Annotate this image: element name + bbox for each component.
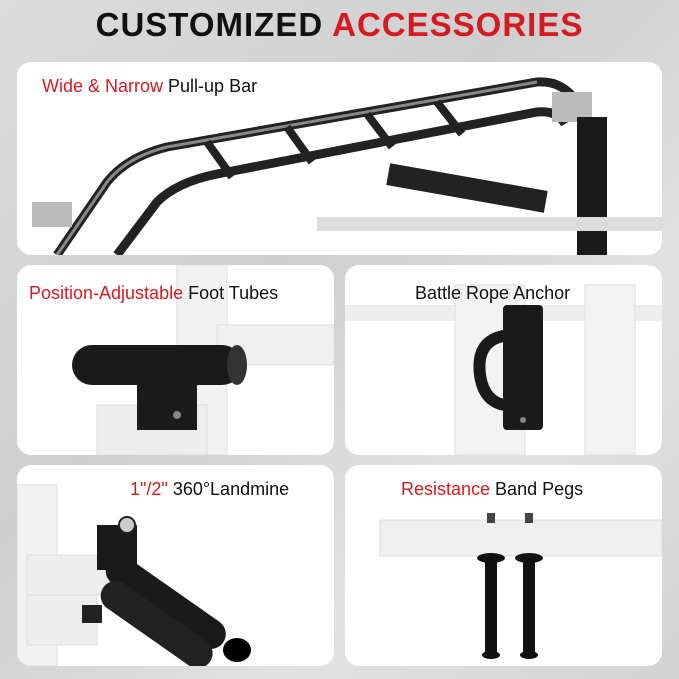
label-highlight: Wide & Narrow [42,76,164,96]
label-text: 360°Landmine [167,479,290,499]
label-text: Band Pegs [490,479,584,499]
label-highlight: Resistance [401,479,491,499]
panel-landmine: 1"/2" 360°Landmine [17,465,334,666]
rope-anchor-image [345,284,662,455]
title-black: CUSTOMIZED [95,6,324,43]
panel-foot-tubes: Position-Adjustable Foot Tubes [17,265,334,455]
panel-label: 1"/2" 360°Landmine [130,479,289,500]
title-red: ACCESSORIES [332,6,584,43]
panel-pullup-bar: Wide & Narrow Pull-up Bar [17,62,662,255]
panel-label: Battle Rope Anchor [415,283,570,304]
label-text: Pull-up Bar [163,76,258,96]
panel-battle-rope-anchor: Battle Rope Anchor [345,265,662,455]
panel-band-pegs: Resistance Band Pegs [345,465,662,666]
panel-label: Position-Adjustable Foot Tubes [29,283,278,304]
band-pegs-image [379,513,662,659]
panel-label: Resistance Band Pegs [401,479,583,500]
label-highlight: Position-Adjustable [29,283,184,303]
label-text: Battle Rope Anchor [415,283,571,303]
label-highlight: 1"/2" [130,479,168,499]
pullup-bar-image [32,77,662,255]
panel-label: Wide & Narrow Pull-up Bar [42,76,257,97]
landmine-image [17,484,251,666]
foot-tube-image [72,265,334,455]
label-text: Foot Tubes [183,283,279,303]
page-title: CUSTOMIZED ACCESSORIES [0,6,679,44]
